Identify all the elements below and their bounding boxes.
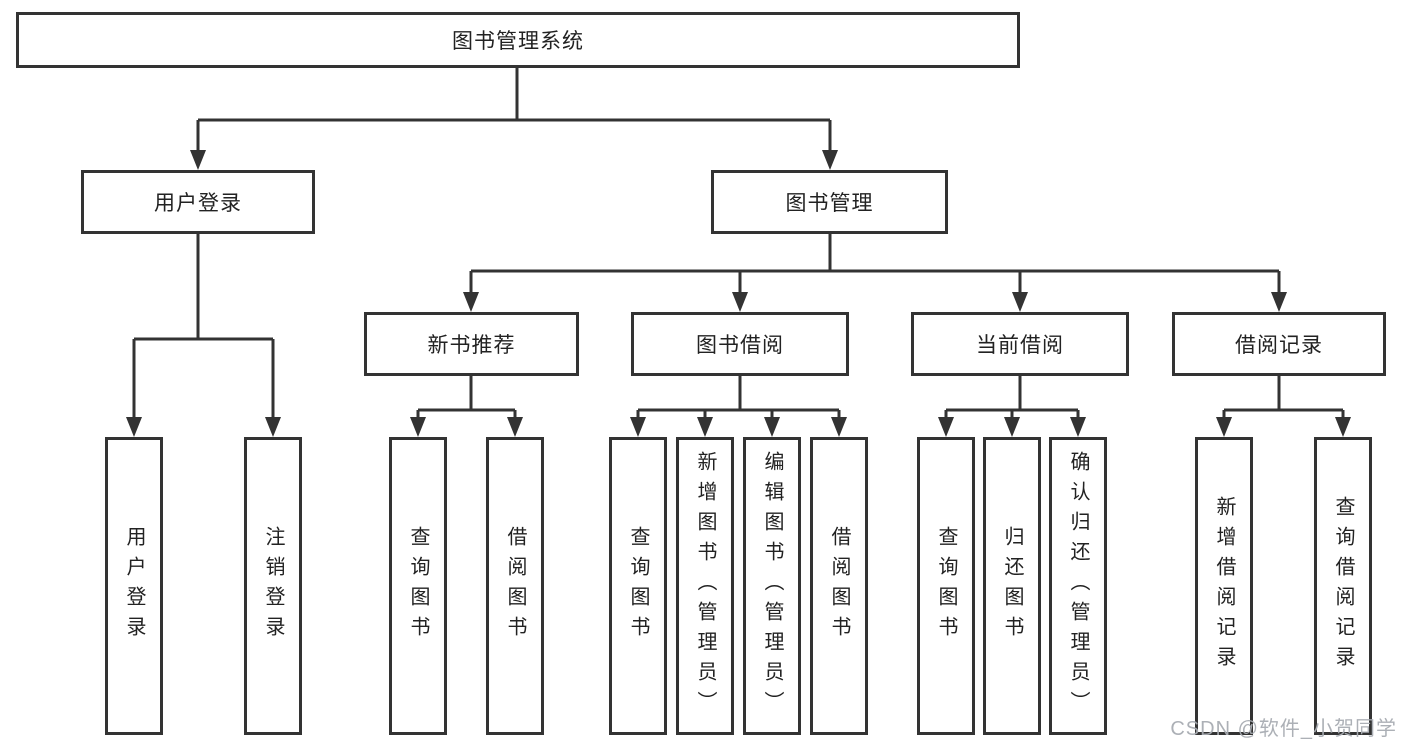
node-current-borrow-label: 当前借阅 bbox=[976, 334, 1064, 357]
csdn-watermark: CSDN @软件_小贺同学 bbox=[1170, 718, 1397, 740]
node-book-mgmt-label: 图书管理 bbox=[785, 192, 874, 215]
node-book-borrow: 图书借阅 bbox=[631, 312, 849, 376]
leaf-add-books-admin-label: 新增图书（管理员） bbox=[694, 451, 716, 721]
leaf-recommend-borrow-books: 借阅图书 bbox=[486, 437, 544, 735]
leaf-user-login-label: 用户登录 bbox=[123, 526, 145, 646]
leaf-recommend-query-books: 查询图书 bbox=[389, 437, 447, 735]
leaf-logout-label: 注销登录 bbox=[262, 526, 284, 646]
leaf-recommend-query-books-label: 查询图书 bbox=[407, 526, 429, 646]
node-user-login-label: 用户登录 bbox=[154, 192, 242, 215]
leaf-borrow-books: 借阅图书 bbox=[810, 437, 868, 735]
leaf-logout: 注销登录 bbox=[244, 437, 302, 735]
leaf-confirm-return-admin: 确认归还（管理员） bbox=[1049, 437, 1107, 735]
leaf-edit-books-admin-label: 编辑图书（管理员） bbox=[761, 451, 783, 721]
leaf-return-books: 归还图书 bbox=[983, 437, 1041, 735]
node-borrow-records: 借阅记录 bbox=[1172, 312, 1386, 376]
leaf-add-books-admin: 新增图书（管理员） bbox=[676, 437, 734, 735]
node-new-book-recommend-label: 新书推荐 bbox=[427, 334, 516, 357]
node-current-borrow: 当前借阅 bbox=[911, 312, 1129, 376]
leaf-user-login: 用户登录 bbox=[105, 437, 163, 735]
leaf-borrow-books-label: 借阅图书 bbox=[828, 526, 850, 646]
node-root-label: 图书管理系统 bbox=[452, 30, 584, 53]
leaf-add-borrow-record-label: 新增借阅记录 bbox=[1213, 496, 1235, 676]
node-borrow-records-label: 借阅记录 bbox=[1235, 334, 1323, 357]
leaf-confirm-return-admin-label: 确认归还（管理员） bbox=[1067, 451, 1089, 721]
leaf-return-books-label: 归还图书 bbox=[1001, 526, 1023, 646]
leaf-borrow-query-books-label: 查询图书 bbox=[627, 526, 649, 646]
node-root: 图书管理系统 bbox=[16, 12, 1020, 68]
leaf-add-borrow-record: 新增借阅记录 bbox=[1195, 437, 1253, 735]
arrowheads bbox=[126, 150, 1351, 437]
leaf-current-query-books: 查询图书 bbox=[917, 437, 975, 735]
node-new-book-recommend: 新书推荐 bbox=[364, 312, 579, 376]
leaf-query-borrow-record-label: 查询借阅记录 bbox=[1332, 496, 1354, 676]
leaf-query-borrow-record: 查询借阅记录 bbox=[1314, 437, 1372, 735]
leaf-borrow-query-books: 查询图书 bbox=[609, 437, 667, 735]
node-user-login: 用户登录 bbox=[81, 170, 315, 234]
leaf-current-query-books-label: 查询图书 bbox=[935, 526, 957, 646]
leaf-recommend-borrow-books-label: 借阅图书 bbox=[504, 526, 526, 646]
node-book-borrow-label: 图书借阅 bbox=[696, 334, 784, 357]
node-book-mgmt: 图书管理 bbox=[711, 170, 948, 234]
leaf-edit-books-admin: 编辑图书（管理员） bbox=[743, 437, 801, 735]
